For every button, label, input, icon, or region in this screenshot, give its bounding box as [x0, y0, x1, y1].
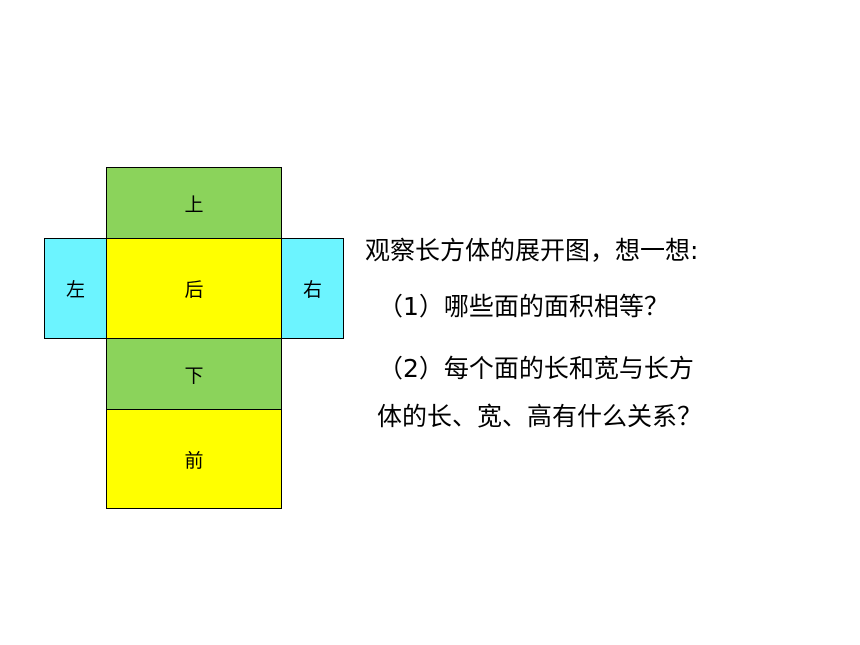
face-front-label: 前 — [184, 450, 204, 472]
face-bottom-label: 下 — [184, 364, 204, 387]
face-back: 后 — [106, 238, 282, 339]
face-top-label: 上 — [184, 193, 204, 216]
face-bottom: 下 — [106, 338, 282, 410]
question-2-line-1: （2）每个面的长和宽与长方 — [378, 354, 694, 383]
observe-prompt: 观察长方体的展开图，想一想: — [365, 236, 699, 265]
face-top: 上 — [106, 167, 282, 239]
face-left-label: 左 — [65, 279, 85, 301]
face-right-label: 右 — [302, 279, 322, 301]
face-right: 右 — [281, 238, 344, 339]
question-2-line-2: 体的长、宽、高有什么关系？ — [377, 402, 703, 431]
face-front: 前 — [106, 409, 282, 509]
question-1: （1）哪些面的面积相等？ — [378, 292, 669, 321]
face-back-label: 后 — [184, 279, 204, 301]
face-left: 左 — [44, 238, 107, 339]
